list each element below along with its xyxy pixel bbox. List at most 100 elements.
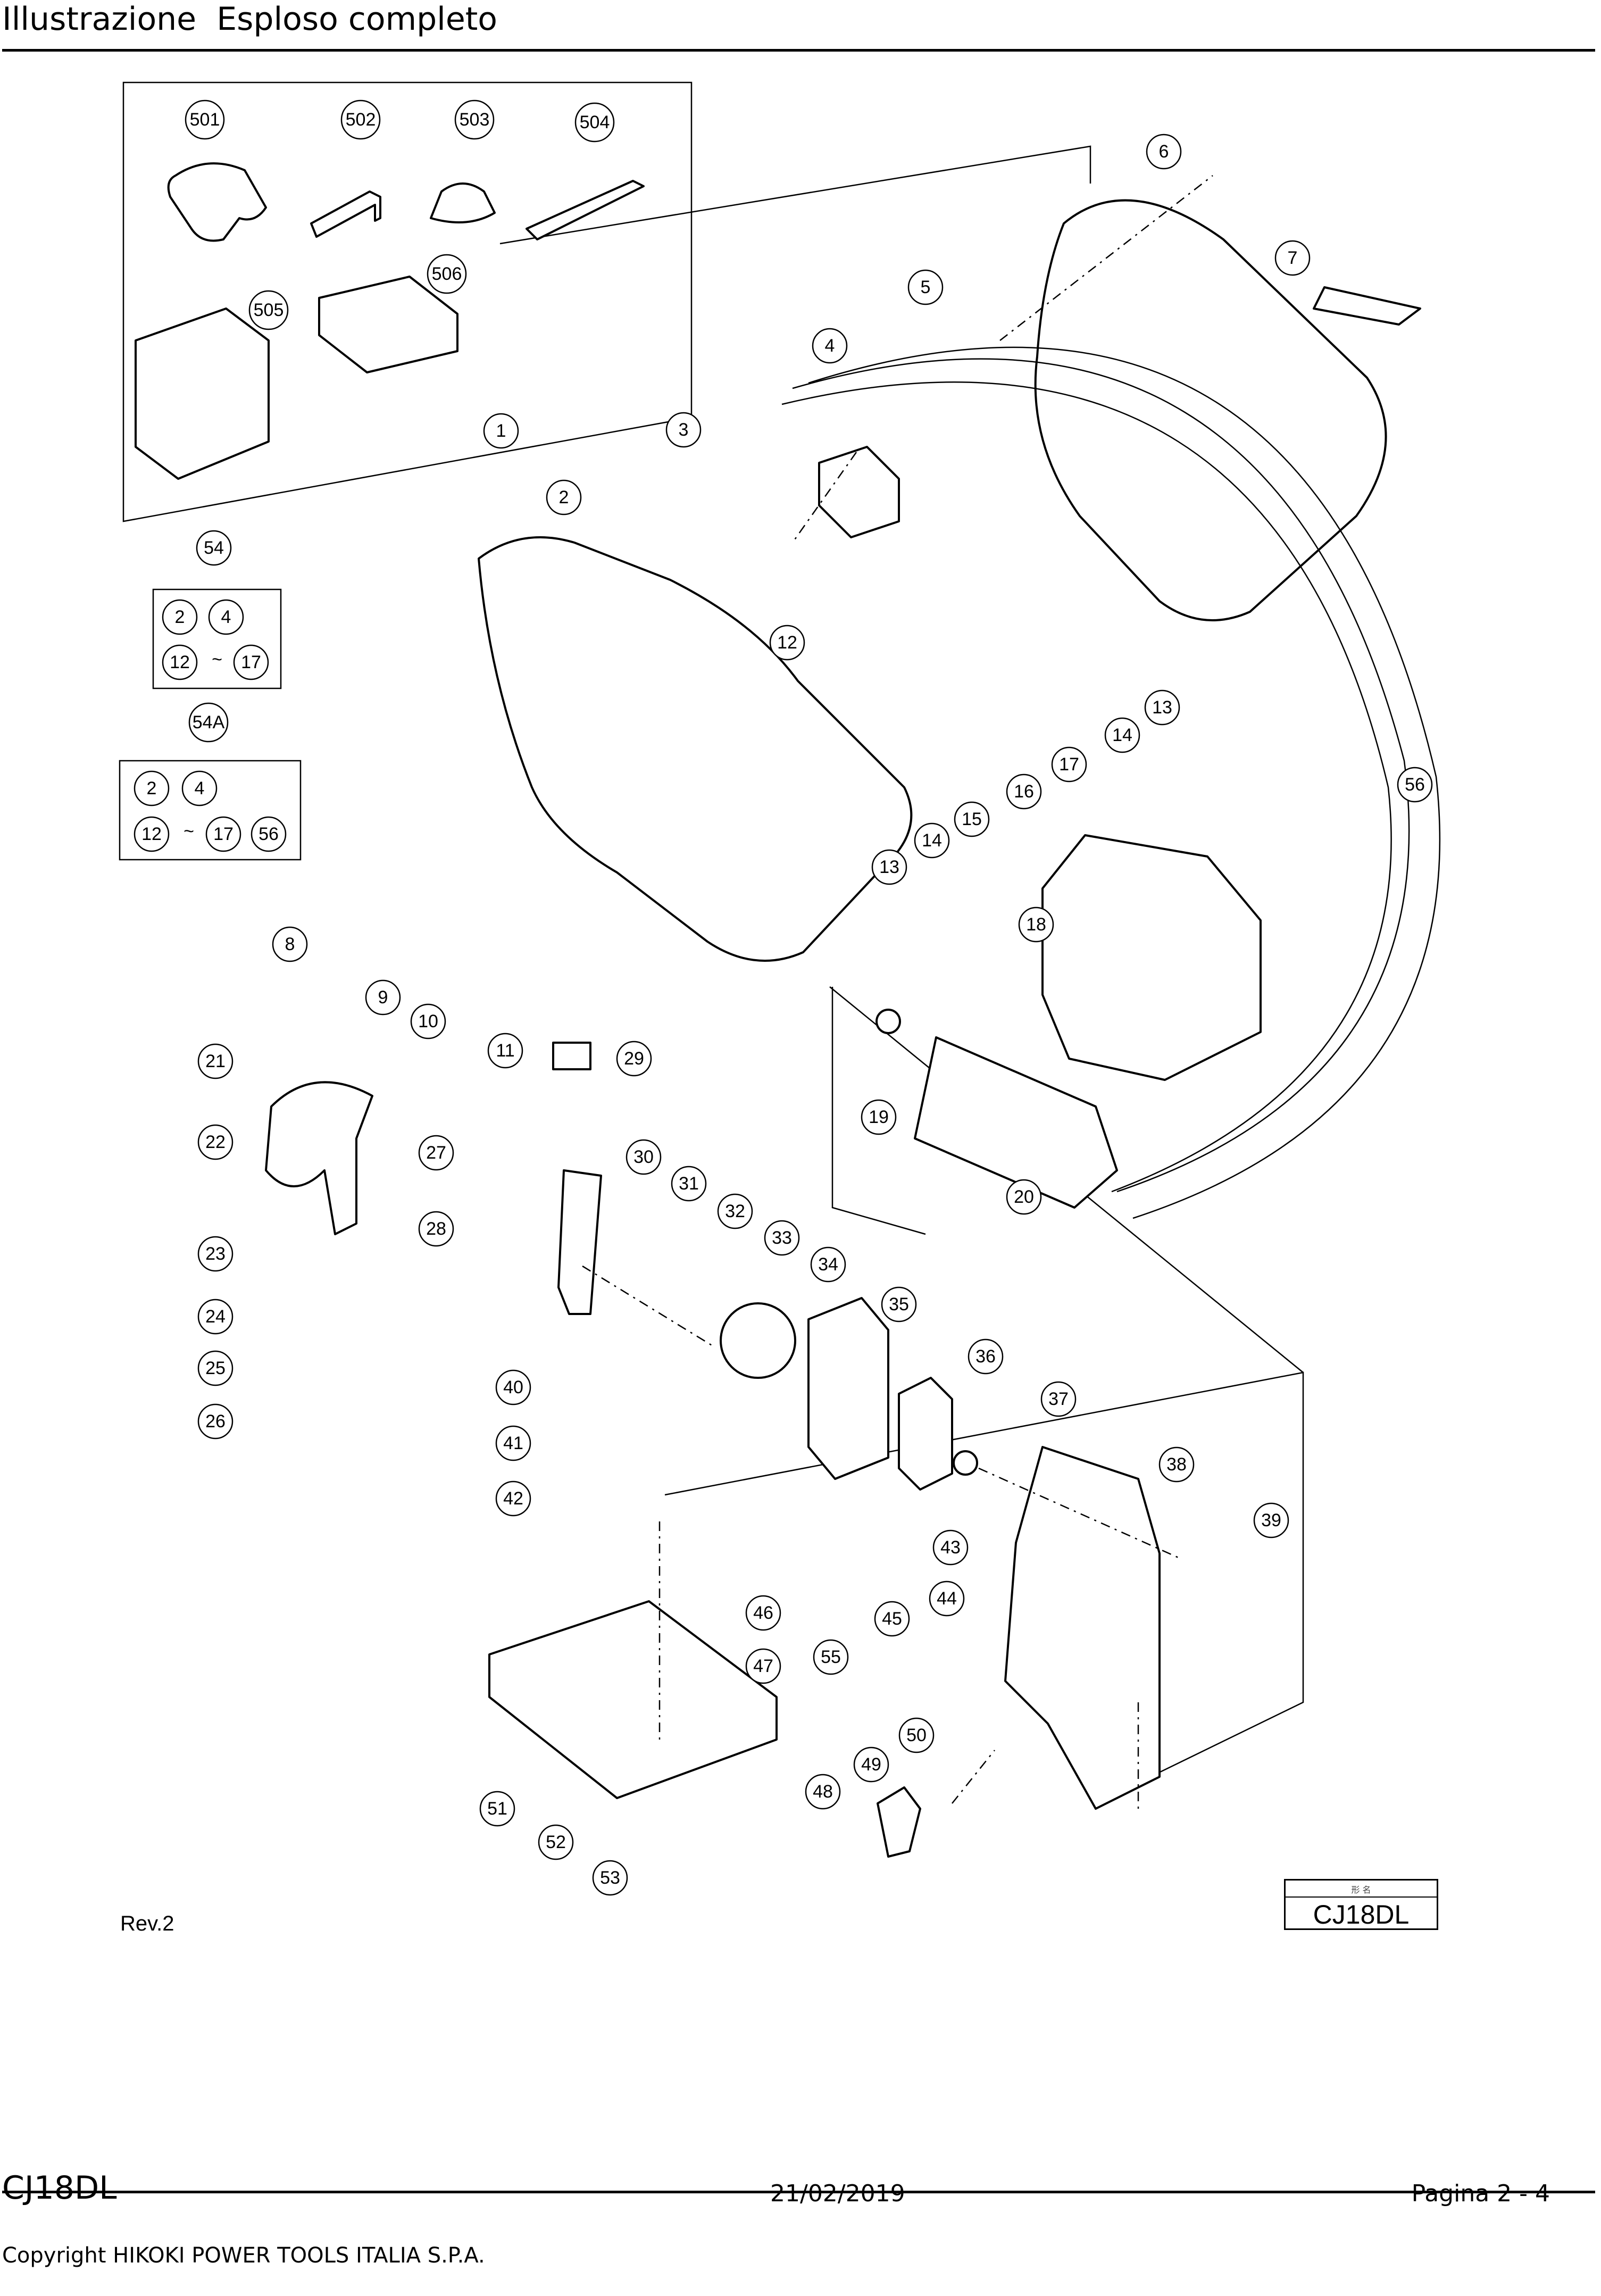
callout-label: 32 <box>725 1201 745 1221</box>
title-block-caption: 形 名 <box>1351 1885 1371 1895</box>
kit-circle-label: 2 <box>175 607 185 627</box>
callout-circle <box>427 254 467 294</box>
kit-circle <box>134 816 170 852</box>
callout-label: 48 <box>813 1782 833 1802</box>
callout-25: 25 <box>197 1350 234 1386</box>
kit-54-item: 12 <box>162 644 198 680</box>
callout-circle <box>769 625 805 661</box>
callout-31: 31 <box>671 1166 707 1202</box>
callout-506: 506 <box>427 254 467 294</box>
callout-label: 29 <box>624 1049 644 1069</box>
callout-circle <box>929 1580 965 1617</box>
callout-circle <box>1018 906 1054 943</box>
callout-35: 35 <box>881 1286 917 1322</box>
part-29-roller-holder <box>552 1042 591 1070</box>
callout-label: 1 <box>496 421 506 441</box>
footer-rule <box>2 2191 1595 2193</box>
callout-circle <box>185 99 225 140</box>
callout-circle <box>592 1860 628 1896</box>
part-1-housing-set <box>478 536 913 962</box>
callout-label: 3 <box>679 420 689 440</box>
part-4-switch <box>818 446 900 538</box>
callout-14: 14 <box>914 822 950 859</box>
callout-51: 51 <box>479 1791 515 1827</box>
kit-circle-label: 2 <box>147 778 157 798</box>
callout-29: 29 <box>616 1041 652 1077</box>
callout-3: 3 <box>665 412 702 448</box>
kit-circle-label: 17 <box>241 652 261 672</box>
centerline-screw-6 <box>999 175 1213 341</box>
callout-11: 11 <box>487 1033 523 1069</box>
callout-501: 501 <box>185 99 225 140</box>
part-503-splinter-guard <box>430 182 496 223</box>
callout-21: 21 <box>197 1043 234 1079</box>
callout-circle <box>874 1601 910 1637</box>
callout-1: 1 <box>483 413 519 449</box>
callout-27: 27 <box>418 1135 454 1171</box>
callout-circle <box>907 269 944 305</box>
callout-48: 48 <box>805 1774 841 1810</box>
callout-circle <box>717 1193 753 1229</box>
kit-54A-item: 17 <box>205 816 241 852</box>
centerline-switch <box>791 452 857 543</box>
callout-circle <box>410 1003 446 1039</box>
callout-label: 501 <box>190 110 220 130</box>
kit-circle <box>181 770 218 806</box>
wiring-loop-3 <box>808 346 1441 1219</box>
callout-56: 56 <box>1397 767 1433 803</box>
kit-circle <box>162 644 198 680</box>
callout-label: 6 <box>1159 142 1169 162</box>
kit-54A-item: 2 <box>134 770 170 806</box>
callout-circle <box>813 1639 849 1675</box>
callout-circle <box>626 1139 662 1175</box>
header-rule <box>2 49 1595 52</box>
part-48-lever <box>877 1786 921 1858</box>
callout-label: 18 <box>1026 914 1046 935</box>
callout-8: 8 <box>272 926 308 962</box>
kit-circle-label: 17 <box>213 824 234 844</box>
callout-circle <box>495 1369 531 1405</box>
callout-label: 55 <box>821 1647 841 1667</box>
callout-47: 47 <box>745 1648 781 1684</box>
callout-label: 11 <box>496 1041 514 1061</box>
wiring-loop-1 <box>792 358 1410 1193</box>
callout-circle <box>1144 689 1180 726</box>
callout-circle <box>616 1041 652 1077</box>
callout-34: 34 <box>810 1246 846 1283</box>
kit-circle-label: 4 <box>195 778 205 798</box>
callout-17: 17 <box>1051 746 1087 783</box>
callout-circle <box>665 412 702 448</box>
kit-circle-label: 54A <box>193 712 225 733</box>
callout-33: 33 <box>764 1220 800 1256</box>
part-505-carry-case <box>135 307 270 480</box>
part-22-blade-holder <box>265 1081 373 1235</box>
callout-39: 39 <box>1253 1502 1289 1538</box>
callout-circle <box>871 849 907 885</box>
kit-54-item: 17 <box>233 644 269 680</box>
callout-circle <box>574 102 615 143</box>
callout-22: 22 <box>197 1124 234 1160</box>
callout-label: 30 <box>633 1147 654 1167</box>
callout-circle <box>853 1746 889 1783</box>
callout-circle <box>1397 767 1433 803</box>
callout-label: 22 <box>205 1132 226 1152</box>
kit-54A-label: 54A <box>188 702 229 743</box>
part-36-gasket <box>898 1377 953 1491</box>
callout-label: 33 <box>772 1228 792 1248</box>
callout-circle <box>745 1595 781 1631</box>
callout-label: 2 <box>559 487 569 508</box>
callout-label: 28 <box>426 1219 446 1239</box>
part-502-hex-wrench <box>310 190 381 238</box>
callout-28: 28 <box>418 1211 454 1247</box>
footer-copyright: Copyright HIKOKI POWER TOOLS ITALIA S.P.… <box>2 2243 485 2268</box>
callout-label: 38 <box>1166 1454 1187 1475</box>
callout-circle <box>1006 773 1042 810</box>
callout-label: 26 <box>205 1411 226 1432</box>
callout-circle <box>812 328 848 364</box>
callout-circle <box>881 1286 917 1322</box>
callout-4: 4 <box>812 328 848 364</box>
callout-label: 34 <box>818 1254 838 1275</box>
callout-14: 14 <box>1104 717 1140 753</box>
callout-circle <box>538 1824 574 1860</box>
callout-circle <box>1040 1381 1077 1417</box>
